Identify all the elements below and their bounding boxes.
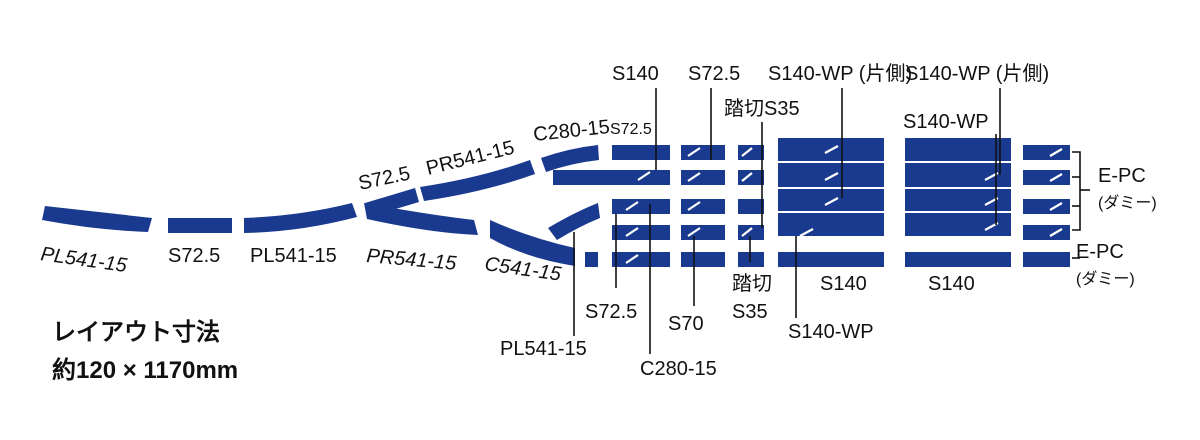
yard-track-5a — [612, 252, 670, 267]
track-s140-bottom-2 — [905, 252, 1011, 267]
yard-track-1a — [612, 145, 670, 160]
track-s72-5-lower-end — [585, 252, 598, 267]
yard-track-1c — [738, 145, 764, 160]
yard-track-5b — [681, 252, 725, 267]
label-crossing-bottom-1: 踏切 — [732, 272, 772, 295]
label-s140wp-bottom: S140-WP — [788, 321, 874, 343]
yard-track-3c — [738, 199, 764, 214]
label-c280-upper: C280-15 — [532, 116, 611, 146]
label-c280-bottom: C280-15 — [640, 358, 717, 380]
track-pr541-low — [364, 203, 478, 235]
epc-end-5 — [1023, 252, 1070, 267]
label-dummy-lower: (ダミー) — [1076, 270, 1135, 288]
yard-track-2b — [681, 170, 725, 185]
label-s140wp-inner: S140-WP — [903, 111, 989, 133]
epc-end-4 — [1023, 225, 1070, 240]
track-s72-5-upper — [365, 188, 419, 217]
track-s140-bottom-1 — [778, 252, 884, 267]
yard-track-4a — [612, 225, 670, 240]
label-epc-lower: E-PC — [1076, 241, 1124, 263]
label-s140-top: S140 — [612, 63, 659, 85]
track-c280-lower — [548, 203, 600, 240]
track-c541 — [490, 220, 575, 266]
track-pr541-upper — [420, 160, 535, 201]
label-s72-5-small: S72.5 — [610, 121, 652, 138]
label-s72-5-bottom: S72.5 — [585, 301, 637, 323]
label-dummy-upper: (ダミー) — [1098, 194, 1157, 212]
track-s72-5-left — [168, 218, 232, 233]
yard-track-3a — [612, 199, 670, 214]
yard-track-1b — [681, 145, 725, 160]
label-s70-bottom: S70 — [668, 313, 704, 335]
label-s72-5-left: S72.5 — [168, 245, 220, 267]
label-pl541-left: PL541-15 — [39, 243, 129, 277]
label-s140-bottom-1: S140 — [820, 273, 867, 295]
track-c280-upper — [541, 145, 599, 172]
label-s72-5-upper: S72.5 — [356, 163, 412, 195]
yard-track-2a — [553, 170, 670, 185]
yard-track-3b — [681, 199, 725, 214]
track-pl541-mid — [244, 203, 357, 233]
epc-end-3 — [1023, 199, 1070, 214]
label-s72-5-top: S72.5 — [688, 63, 740, 85]
epc-end-1 — [1023, 145, 1070, 160]
label-s140wp-top-1: S140-WP (片側) — [768, 62, 912, 85]
label-epc-upper: E-PC — [1098, 165, 1146, 187]
track-pl541-left — [42, 206, 152, 232]
yard-track-2c — [738, 170, 764, 185]
epc-end-2 — [1023, 170, 1070, 185]
label-pl541-bottom: PL541-15 — [500, 338, 587, 360]
label-s140-bottom-2: S140 — [928, 273, 975, 295]
layout-dimensions-title: レイアウト寸法 — [52, 319, 220, 346]
layout-dimensions-value: 約120 × 1170mm — [52, 357, 239, 384]
yard-track-4c — [738, 225, 764, 240]
label-pl541-mid: PL541-15 — [250, 245, 337, 267]
label-crossing-top: 踏切S35 — [724, 97, 800, 120]
yard-track-5c — [738, 252, 764, 267]
label-crossing-bottom-2: S35 — [732, 301, 768, 323]
yard-track-4b — [681, 225, 725, 240]
label-pr541-low: PR541-15 — [366, 245, 459, 275]
label-s140wp-top-2: S140-WP (片側) — [905, 62, 1049, 85]
